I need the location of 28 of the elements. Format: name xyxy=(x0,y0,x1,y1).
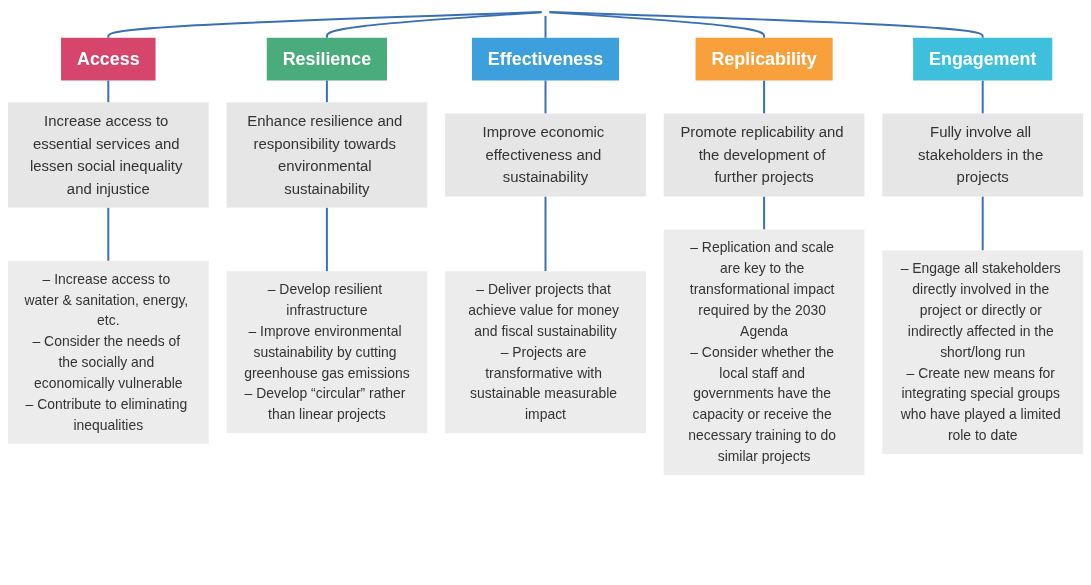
connector-line xyxy=(981,79,984,115)
connector-line xyxy=(544,195,547,273)
node-box: Engagement xyxy=(913,37,1053,81)
node-box: – Deliver projects that achieve value for money and fiscal sustainability – Projects are transformative with sustainable measurable impact xyxy=(445,271,646,434)
connector-line xyxy=(107,79,110,104)
connector-line xyxy=(981,195,984,252)
node-box: Enhance resilience and responsibility towards environmental sustainability xyxy=(226,102,428,208)
node-box: – Replication and scale are key to the transformational impact required by the 2030 Agenda – Consider whether the local staff and governments have the capacity or receive the necessary training to do similar projects xyxy=(663,229,865,475)
connector-line xyxy=(325,11,543,39)
connector-line xyxy=(325,206,328,273)
node-box: Effectiveness xyxy=(471,37,620,81)
connector-line xyxy=(763,79,766,115)
node-box: Increase access to essential services and lessen social inequality and injustice xyxy=(7,102,209,208)
node-box: Improve economic effectiveness and sustainability xyxy=(445,113,646,197)
connector-line xyxy=(107,206,110,262)
node-box: – Increase access to water & sanitation, energy, etc. – Consider the needs of the socially and economically vulnerable – Contribute to eliminating inequalities xyxy=(7,260,209,444)
connector-line xyxy=(544,79,547,115)
node-box: Access xyxy=(61,37,156,81)
connector-line xyxy=(763,195,766,231)
node-box: Resilience xyxy=(266,37,388,81)
node-box: – Engage all stakeholders directly involved in the project or directly or indirectly affected in the short/long run – Create new means for integrating special groups who have played a limited role to date xyxy=(882,250,1084,455)
node-box: Fully involve all stakeholders in the projects xyxy=(882,113,1084,197)
node-box: Promote replicability and the development of further projects xyxy=(663,113,865,197)
node-box: Replicability xyxy=(695,37,833,81)
node-box: – Develop resilient infrastructure – Improve environmental sustainability by cutting greenhouse gas emissions – Develop “circular” rather than linear projects xyxy=(226,271,428,434)
connector-line xyxy=(548,11,984,39)
connector-line xyxy=(325,79,328,104)
connector-line xyxy=(544,14,547,39)
